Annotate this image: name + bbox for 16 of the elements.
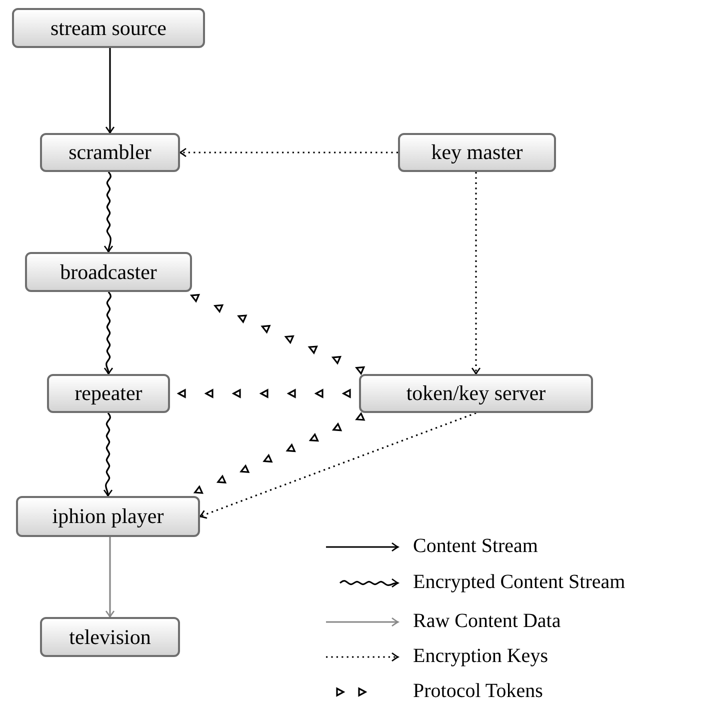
process-box: repeater (47, 374, 170, 413)
process-box: broadcaster (25, 252, 192, 292)
process-box: stream source (12, 8, 205, 48)
legend-text: Encrypted Content Stream (413, 571, 626, 594)
process-box: scrambler (40, 133, 180, 172)
token-arrow (193, 412, 366, 494)
process-box: token/key server (359, 374, 593, 413)
token-arrow (176, 388, 351, 398)
legend-text: Content Stream (413, 535, 538, 558)
process-box: television (40, 617, 180, 657)
process-box: iphion player (16, 496, 200, 537)
legend-text: Protocol Tokens (413, 680, 543, 703)
legend-text: Encryption Keys (413, 645, 548, 668)
process-box: key master (398, 133, 556, 172)
token-arrow (190, 294, 366, 375)
legend-text: Raw Content Data (413, 610, 561, 633)
